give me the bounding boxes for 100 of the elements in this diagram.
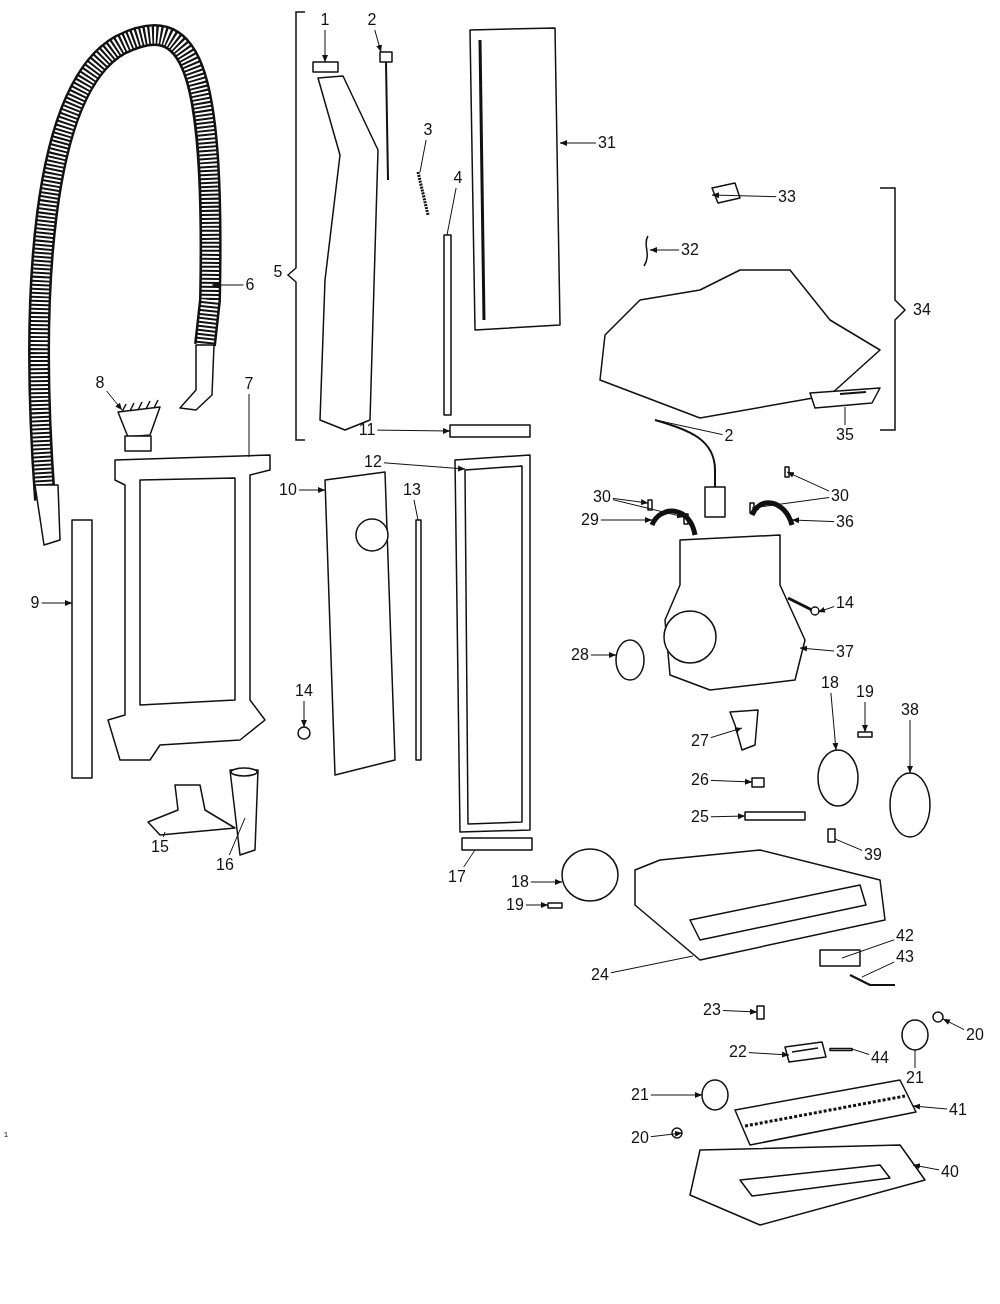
callout-number: 16 xyxy=(216,856,234,874)
leader-line xyxy=(612,499,685,519)
callout-number: 32 xyxy=(681,241,699,259)
axle xyxy=(857,731,873,738)
rod xyxy=(443,234,452,416)
callout-number: 43 xyxy=(896,948,914,966)
leader-line xyxy=(659,420,723,436)
leader-line xyxy=(844,406,846,426)
block xyxy=(751,777,765,788)
plug xyxy=(379,51,393,181)
end-cap xyxy=(901,1019,929,1051)
callout-number: 3 xyxy=(423,121,433,139)
leader-line xyxy=(446,187,457,236)
wheel xyxy=(561,848,619,902)
callout-number: 12 xyxy=(364,453,382,471)
leader-line xyxy=(600,517,653,523)
callout-number: 31 xyxy=(598,134,616,152)
crevice-tool xyxy=(229,767,259,856)
nut xyxy=(297,726,311,740)
callout-number: 2 xyxy=(367,11,377,29)
leader-line xyxy=(322,29,328,63)
clip xyxy=(756,1005,765,1020)
callout-number: 42 xyxy=(896,927,914,945)
bracket-part xyxy=(729,709,759,751)
callout-number: 30 xyxy=(831,487,849,505)
screw xyxy=(784,466,790,478)
hose xyxy=(28,24,222,546)
leader-line xyxy=(211,282,244,288)
leader-line xyxy=(162,831,166,838)
screw xyxy=(647,499,653,511)
floor-tool xyxy=(147,784,236,836)
ring xyxy=(615,639,645,681)
leader-line xyxy=(791,517,835,524)
cap xyxy=(312,61,339,73)
callout-number: 29 xyxy=(581,511,599,529)
leader-line xyxy=(841,939,895,959)
spring xyxy=(416,171,430,216)
leader-line xyxy=(722,1008,758,1015)
leader-line xyxy=(301,700,307,728)
rod xyxy=(415,519,422,761)
callout-number: 27 xyxy=(691,732,709,750)
callout-number: 33 xyxy=(778,188,796,206)
wheel xyxy=(817,749,859,807)
leader-line xyxy=(610,955,694,974)
latch xyxy=(711,182,741,204)
callout-number: 20 xyxy=(631,1129,649,1147)
callout-number: 11 xyxy=(358,421,376,439)
callout-number: 41 xyxy=(949,1101,967,1119)
callout-number: 7 xyxy=(244,375,254,393)
callout-number: 37 xyxy=(836,643,854,661)
callout-number: 14 xyxy=(836,594,854,612)
leader-line xyxy=(862,701,868,733)
leader-line xyxy=(649,247,680,253)
slide-plate xyxy=(819,949,861,967)
leader-line xyxy=(907,719,913,774)
shaft xyxy=(829,1047,853,1052)
leader-line xyxy=(525,902,549,908)
bar xyxy=(461,837,533,851)
leader-line xyxy=(710,778,753,785)
spring-wire xyxy=(849,974,896,986)
belt xyxy=(889,772,931,838)
trim-strip xyxy=(809,387,881,409)
leader-line xyxy=(650,1092,703,1098)
callout-number: 5 xyxy=(273,263,283,281)
callout-number: 18 xyxy=(511,873,529,891)
callout-number: 18 xyxy=(821,674,839,692)
leader-line xyxy=(41,600,73,606)
panel xyxy=(469,27,561,331)
callout-number: 13 xyxy=(403,481,421,499)
cord-clip xyxy=(749,500,795,526)
callout-number: 9 xyxy=(30,594,40,612)
bag-housing xyxy=(324,471,396,776)
callout-number: 40 xyxy=(941,1163,959,1181)
callout-number: 30 xyxy=(593,488,611,506)
callout-number: 19 xyxy=(506,896,524,914)
end-cap xyxy=(701,1079,729,1111)
cord-clip xyxy=(649,508,698,536)
power-cord xyxy=(654,419,726,518)
callout-number: 35 xyxy=(836,426,854,444)
callout-number: 8 xyxy=(95,374,105,392)
leader-line xyxy=(799,645,835,652)
callout-number: 6 xyxy=(245,276,255,294)
leader-line xyxy=(834,838,863,851)
leader-line xyxy=(861,961,895,978)
axle xyxy=(547,902,563,909)
callout-number: 14 xyxy=(295,682,313,700)
callout-number: 24 xyxy=(591,966,609,984)
leader-line xyxy=(851,1048,870,1055)
bottom-plate xyxy=(689,1144,926,1226)
bar xyxy=(449,424,531,438)
callout-number: 39 xyxy=(864,846,882,864)
nut xyxy=(932,1011,944,1023)
leader-line xyxy=(374,29,382,53)
leader-line xyxy=(298,487,326,493)
leader-line xyxy=(376,427,451,434)
callout-number: 21 xyxy=(631,1086,649,1104)
tab xyxy=(827,828,836,843)
leader-line xyxy=(559,140,597,146)
callout-number: 20 xyxy=(966,1026,984,1044)
leader-line xyxy=(912,1103,948,1110)
